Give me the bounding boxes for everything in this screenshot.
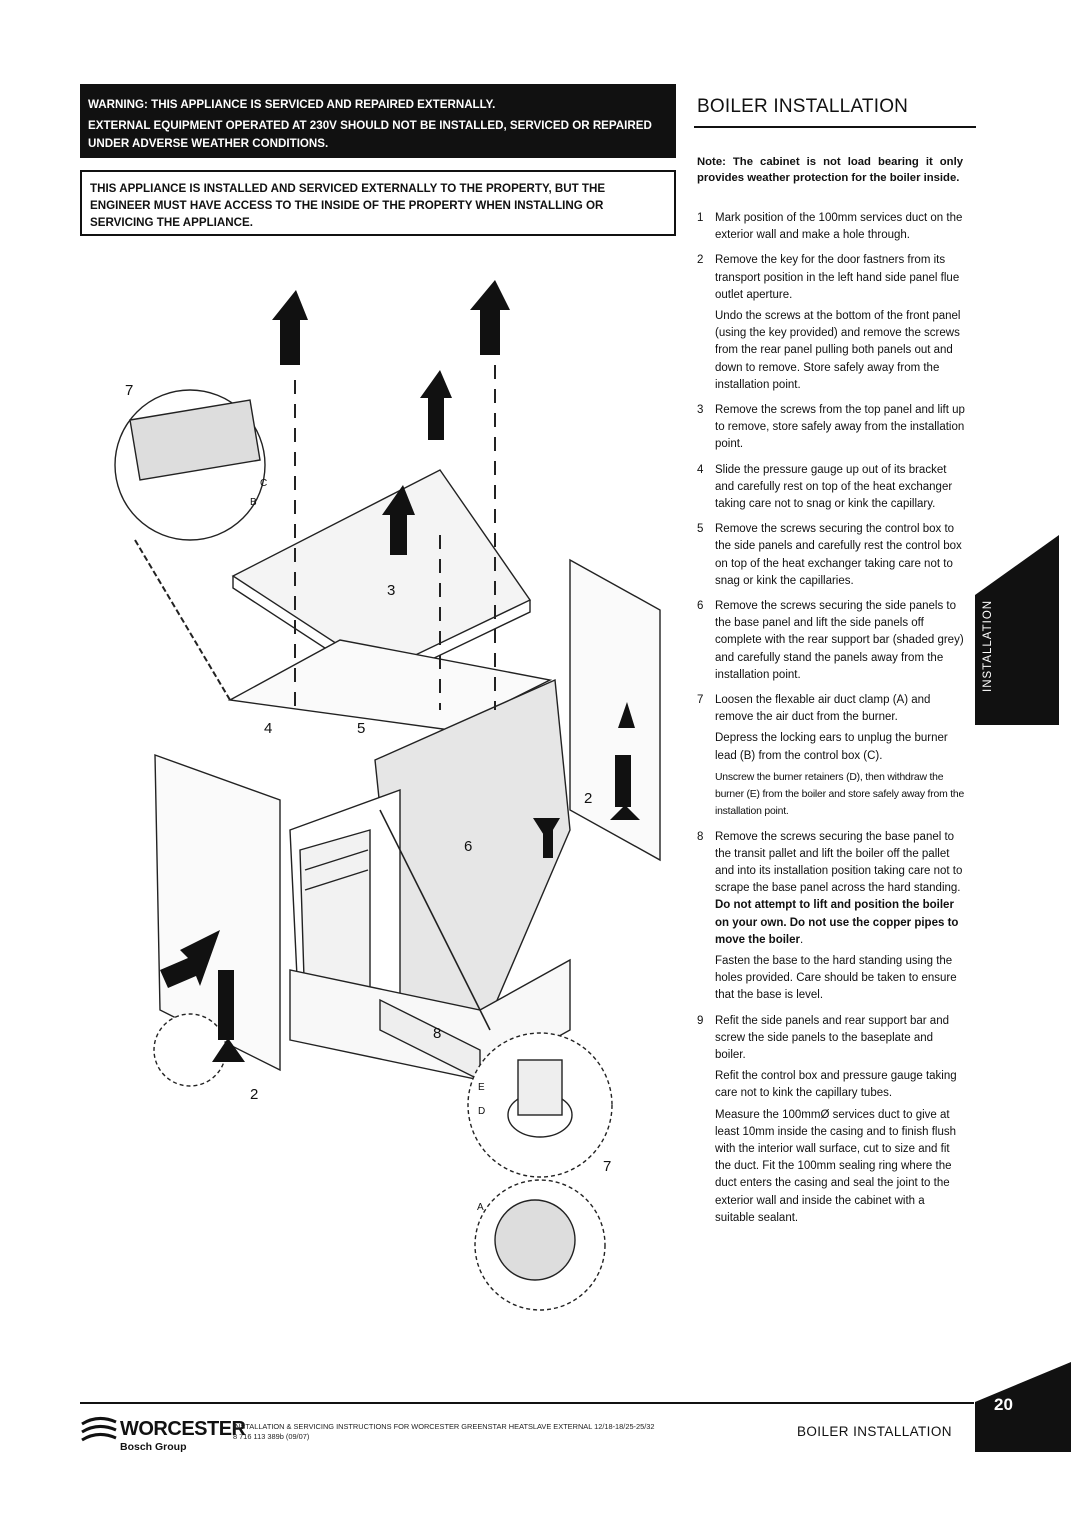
- callout-2: 2: [584, 790, 593, 807]
- out-arrow: [618, 702, 635, 728]
- step-text: Remove the screws from the top panel and…: [715, 404, 965, 451]
- step-number: 2: [697, 254, 704, 267]
- section-divider: [694, 126, 976, 128]
- step-text: Fasten the base to the hard standing usi…: [715, 954, 957, 1002]
- info-text: THIS APPLIANCE IS INSTALLED AND SERVICED…: [90, 182, 606, 229]
- up-arrow: [382, 485, 415, 555]
- section-note: Note: The cabinet is not load bearing it…: [697, 156, 963, 184]
- step-9: 9 Refit the side panels and rear support…: [697, 1013, 965, 1231]
- up-arrow: [420, 370, 452, 440]
- info-box: THIS APPLIANCE IS INSTALLED AND SERVICED…: [80, 170, 676, 236]
- warning-line-2: EXTERNAL EQUIPMENT OPERATED AT 230V SHOU…: [88, 119, 652, 150]
- step-8: 8 Remove the screws securing the base pa…: [697, 829, 965, 1009]
- callout-7: 7: [603, 1158, 612, 1175]
- section-title: BOILER INSTALLATION: [697, 96, 909, 117]
- diagram-drawing: [114, 280, 661, 1311]
- step-text: Loosen the flexable air duct clamp (A) a…: [715, 694, 931, 724]
- callout-d: D: [478, 1106, 486, 1117]
- step-2: 2 Remove the key for the door fastners f…: [697, 252, 965, 398]
- callout-3: 3: [387, 582, 396, 599]
- doc-title: INSTALLATION & SERVICING INSTRUCTIONS FO…: [233, 1422, 655, 1431]
- step-text: Undo the screws at the bottom of the fro…: [715, 310, 961, 391]
- step-1: 1 Mark position of the 100mm services du…: [697, 210, 965, 248]
- step-text: Mark position of the 100mm services duct…: [715, 212, 963, 242]
- step-text: Remove the screws securing the base pane…: [715, 829, 965, 949]
- step-number: 4: [697, 463, 704, 476]
- exploded-boiler-diagram: 7 3 4 5 2 6 8 2 7 C B E D A: [100, 270, 690, 1330]
- document-reference: INSTALLATION & SERVICING INSTRUCTIONS FO…: [233, 1422, 655, 1441]
- step-text-end: .: [800, 933, 804, 946]
- step-number: 8: [697, 830, 704, 843]
- brand-name: WORCESTER: [120, 1418, 246, 1440]
- page-number-tab: [975, 1362, 1071, 1452]
- step-6: 6 Remove the screws securing the side pa…: [697, 598, 965, 688]
- step-text: Measure the 100mmØ services duct to give…: [715, 1108, 956, 1224]
- step-text: Refit the control box and pressure gauge…: [715, 1070, 957, 1100]
- callout-e: E: [478, 1082, 485, 1093]
- step-warning-bold: Do not attempt to lift and position the …: [715, 899, 959, 946]
- step-text: Slide the pressure gauge up out of its b…: [715, 463, 953, 511]
- step-7: 7 Loosen the flexable air duct clamp (A)…: [697, 692, 965, 824]
- step-text: Remove the screws securing the control b…: [715, 523, 962, 587]
- up-arrow: [470, 280, 510, 355]
- callout-8: 8: [433, 1025, 442, 1042]
- brand-group: Bosch Group: [120, 1441, 187, 1453]
- callout-b: B: [250, 497, 257, 508]
- step-text: Remove the key for the door fastners fro…: [715, 254, 960, 301]
- side-tab-shape: [975, 535, 1059, 725]
- callout-c: C: [260, 478, 268, 489]
- side-tab-label: INSTALLATION: [982, 599, 994, 692]
- step-text-plain: Remove the screws securing the base pane…: [715, 830, 963, 895]
- down-arrow: [212, 1038, 245, 1062]
- step-number: 1: [697, 212, 704, 224]
- step-4: 4 Slide the pressure gauge up out of its…: [697, 462, 965, 518]
- step-text: Refit the side panels and rear support b…: [715, 1014, 949, 1061]
- callout-7: 7: [125, 382, 134, 399]
- callout-a: A: [477, 1202, 484, 1213]
- warning-box: WARNING: THIS APPLIANCE IS SERVICED AND …: [80, 84, 676, 158]
- top-panel: [231, 469, 532, 673]
- step-number: 5: [697, 523, 704, 536]
- up-arrow: [272, 290, 308, 365]
- step-5: 5 Remove the screws securing the control…: [697, 521, 965, 594]
- callout-2: 2: [250, 1086, 259, 1103]
- step-text: Depress the locking ears to unplug the b…: [715, 732, 948, 762]
- step-number: 7: [697, 694, 704, 707]
- callout-4: 4: [264, 720, 273, 737]
- step-number: 9: [697, 1014, 704, 1027]
- step-number: 6: [697, 600, 704, 613]
- detail-circle-key: [153, 1013, 227, 1087]
- callout-5: 5: [357, 720, 366, 737]
- steps-list: 1 Mark position of the 100mm services du…: [697, 210, 965, 1235]
- callout-6: 6: [464, 838, 473, 855]
- step-text: Remove the screws securing the side pane…: [715, 600, 964, 681]
- footer-divider: [80, 1402, 974, 1404]
- footer-section-title: BOILER INSTALLATION: [797, 1424, 952, 1439]
- worcester-logo-icon: [81, 1417, 117, 1442]
- rear-panel: [569, 558, 661, 862]
- front-panel: [154, 753, 281, 1072]
- out-arrow: [160, 930, 220, 988]
- warning-line-1: WARNING: THIS APPLIANCE IS SERVICED AND …: [88, 98, 496, 111]
- step-3: 3 Remove the screws from the top panel a…: [697, 402, 965, 458]
- page-number: 20: [994, 1395, 1013, 1414]
- step-number: 3: [697, 404, 704, 417]
- side-tab: [975, 535, 1059, 725]
- step-text: Unscrew the burner retainers (D), then w…: [715, 771, 965, 818]
- doc-code: 8 716 113 389b (09/07): [233, 1431, 310, 1441]
